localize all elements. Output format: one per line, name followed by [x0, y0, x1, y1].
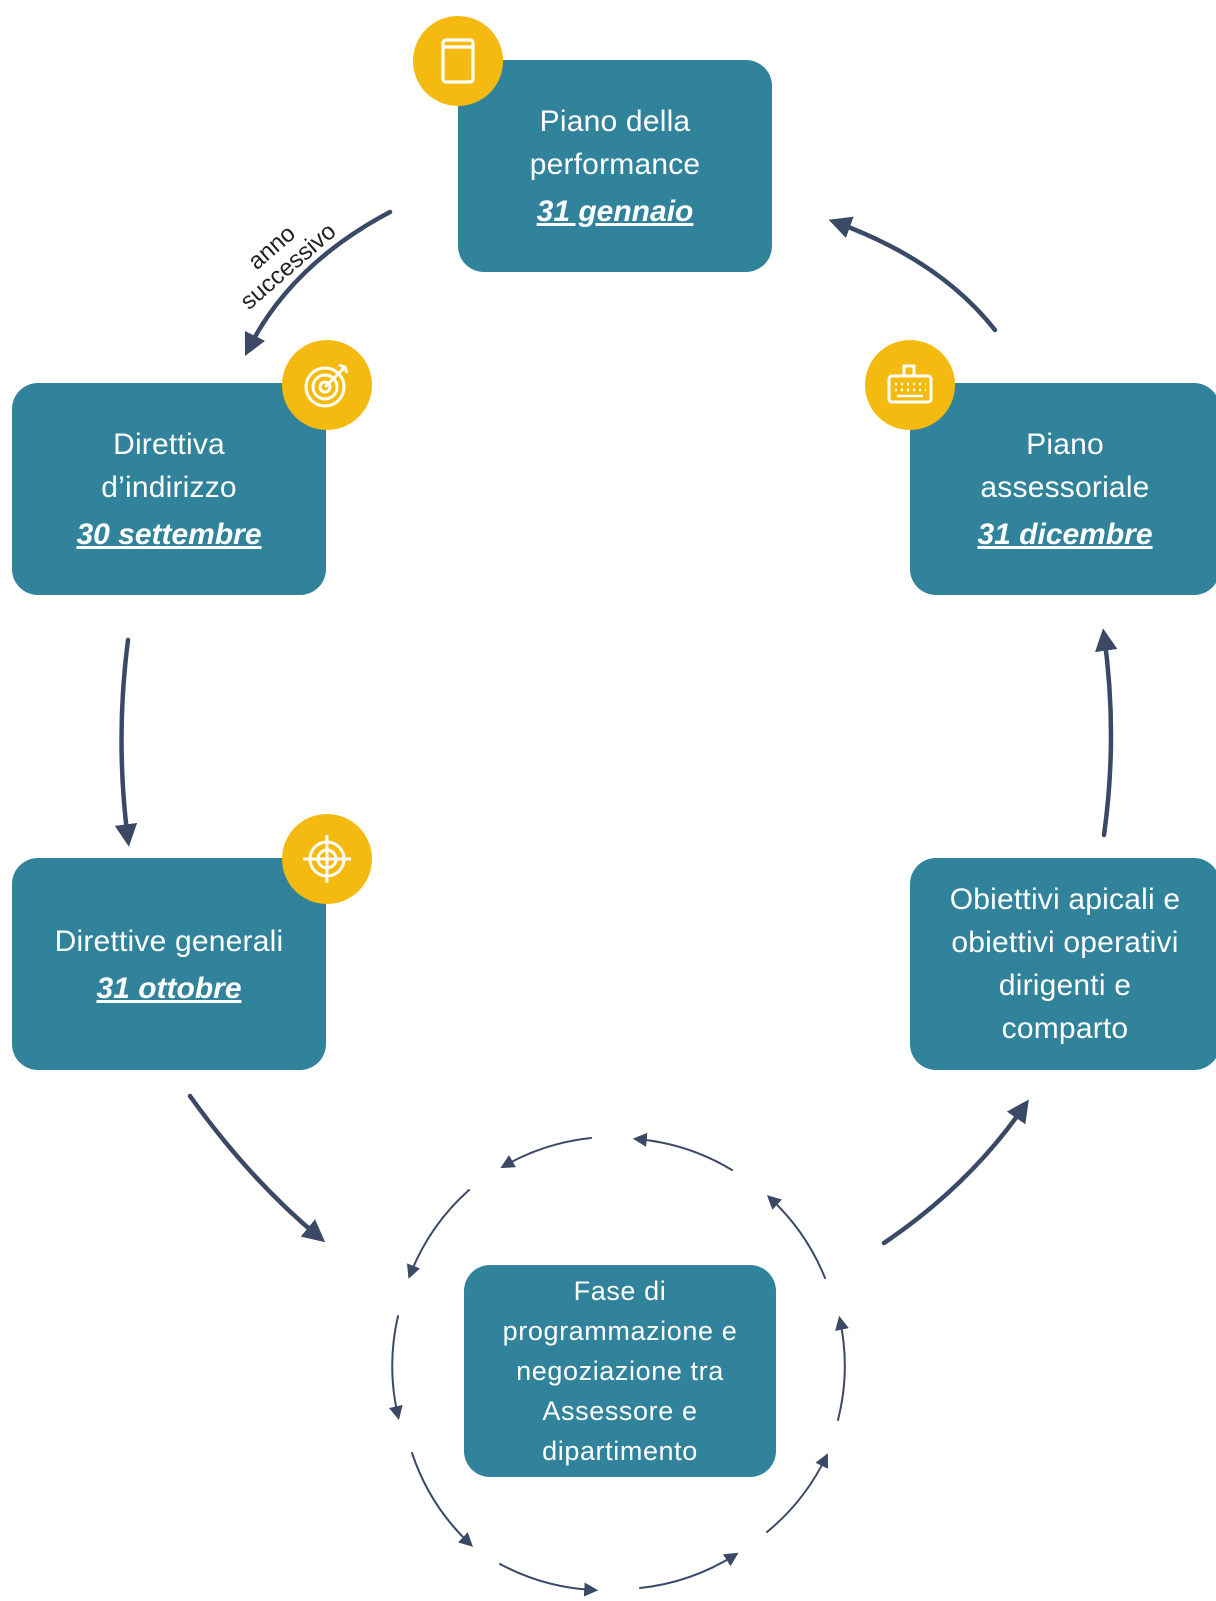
crosshair-icon: [282, 814, 372, 904]
node-direttiva-indirizzo: Direttiva d’indirizzo 30 settembre: [12, 383, 326, 595]
arrow-assessoriale-to-performance: [828, 216, 998, 333]
target-arrow-icon: [282, 340, 372, 430]
cycle-arrow: [835, 1315, 849, 1421]
node-obiettivi: Obiettivi apicali e obiettivi operativi …: [910, 858, 1216, 1070]
cycle-arrow: [500, 1137, 592, 1169]
cycle-arrow: [766, 1453, 829, 1533]
negotiation-cycle-arrows: [388, 1132, 849, 1597]
node-date: 30 settembre: [76, 518, 262, 551]
node-title: Piano della performance: [529, 105, 701, 181]
node-date: 31 gennaio: [536, 195, 694, 228]
arrow-fase-to-obiettivi: [881, 1099, 1029, 1246]
node-piano-assessoriale: Piano assessoriale 31 dicembre: [910, 383, 1216, 595]
node-title: Piano assessoriale: [980, 428, 1150, 504]
cycle-arrow: [632, 1132, 733, 1171]
arrow-obiettivi-to-assessoriale: [1095, 628, 1118, 838]
node-direttive-generali: Direttive generali 31 ottobre: [12, 858, 326, 1070]
keyboard-icon: [865, 340, 955, 430]
node-fase-programmazione: Fase di programmazione e negoziazione tr…: [464, 1265, 776, 1477]
cycle-arrow: [766, 1195, 826, 1279]
cycle-arrow: [411, 1452, 474, 1547]
node-date: 31 dicembre: [977, 518, 1153, 551]
arrow-direttiva-to-generali: [114, 637, 138, 847]
node-title: Direttiva d’indirizzo: [101, 428, 237, 504]
cycle-arrow: [407, 1189, 470, 1279]
node-title: Obiettivi apicali e obiettivi operativi …: [949, 883, 1181, 1045]
node-title: Direttive generali: [54, 924, 284, 958]
cycle-arrow: [639, 1552, 739, 1589]
arrow-performance-to-direttiva: [244, 209, 393, 357]
node-piano-performance: Piano della performance 31 gennaio: [458, 60, 772, 272]
node-title: Fase di programmazione e negoziazione tr…: [502, 1276, 738, 1466]
cycle-arrow: [499, 1563, 599, 1597]
cycle-arrow: [388, 1315, 403, 1421]
node-date: 31 ottobre: [96, 971, 242, 1005]
arrow-generali-to-fase: [187, 1093, 326, 1243]
document-icon: [413, 16, 503, 106]
